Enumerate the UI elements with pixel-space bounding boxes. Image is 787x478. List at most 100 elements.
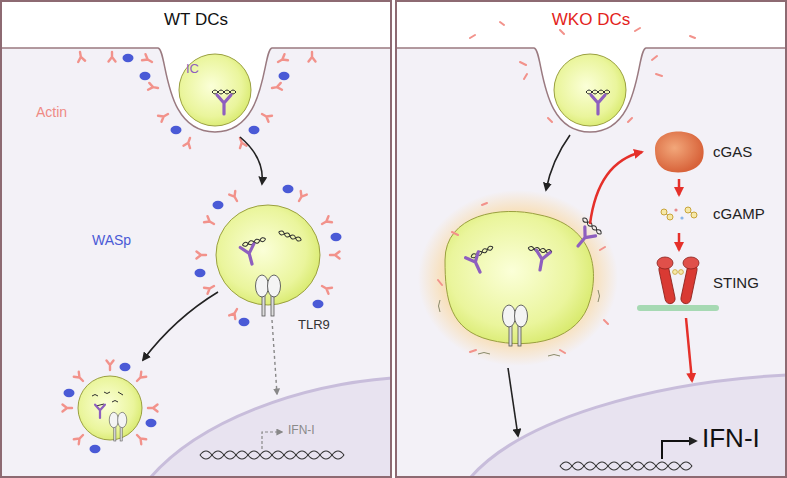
phagosome	[554, 54, 626, 126]
actin-filament	[107, 361, 114, 371]
signal-arrow	[272, 320, 277, 394]
sting-dimer	[657, 257, 699, 305]
actin-filament	[142, 54, 154, 65]
actin-filament	[183, 137, 193, 148]
transport-arrow	[240, 137, 262, 184]
actin-filament	[296, 191, 307, 203]
nucleus	[150, 378, 392, 478]
actin-filament	[309, 52, 316, 62]
actin-filament	[271, 83, 282, 92]
cgamp-molecule	[661, 209, 667, 215]
actin-filament	[276, 54, 288, 65]
actin-filament	[229, 191, 240, 203]
actin-filament	[77, 51, 316, 148]
extracellular-space	[0, 0, 392, 132]
cgamp-molecule	[685, 207, 691, 213]
dna-strand	[212, 90, 236, 94]
tlr9-receptor	[256, 275, 281, 316]
actin-filament	[63, 405, 73, 412]
actin-filament	[204, 283, 216, 294]
actin-filament	[109, 52, 116, 62]
actin-fragment	[470, 22, 695, 122]
antibody	[533, 250, 550, 271]
wasp-protein	[195, 269, 206, 277]
sting-dimer	[679, 270, 684, 275]
actin-filament	[135, 372, 147, 384]
sting-dimer	[683, 257, 699, 269]
cgamp-molecule	[667, 214, 673, 220]
cgamp-molecule	[680, 216, 683, 219]
sting-dimer	[680, 263, 698, 304]
sting-dimer	[658, 263, 676, 304]
wasp-protein	[171, 126, 182, 134]
genomic-dna	[560, 462, 692, 470]
wasp-protein	[140, 72, 151, 80]
dna-strand	[528, 246, 552, 254]
cgamp-molecule	[674, 208, 677, 211]
antibody	[466, 252, 487, 275]
adaptor-node: STING	[649, 251, 763, 315]
wasp-protein	[313, 300, 324, 308]
transport-arrow	[143, 292, 218, 360]
actin-filament	[229, 307, 240, 319]
output-label: IFN-I	[702, 424, 760, 454]
actin-filament	[197, 252, 207, 259]
sensor-node: cGAS	[649, 126, 756, 178]
antibody	[591, 95, 605, 114]
genomic-dna	[200, 451, 344, 459]
antibody	[240, 244, 258, 266]
wasp-protein	[249, 126, 260, 134]
actin-filament	[320, 216, 332, 227]
wko-cell	[395, 0, 787, 478]
actin-fragment	[438, 203, 608, 353]
dna-strand	[470, 245, 493, 259]
wasp-protein	[123, 54, 290, 134]
panel-title: WT DCs	[2, 2, 390, 30]
wasp-protein	[213, 201, 224, 209]
er-membrane	[640, 305, 716, 311]
actin-filament	[260, 111, 272, 122]
actin-filament	[330, 252, 340, 259]
molecule-label: cGAMP	[713, 205, 765, 222]
dna-strand	[582, 217, 603, 235]
degraded-dna	[92, 392, 123, 406]
wasp-protein	[90, 445, 101, 453]
actin-filament	[148, 83, 159, 92]
signal-arrow	[686, 318, 692, 381]
sting-dimer	[673, 270, 678, 275]
protein-label: Actin	[36, 104, 67, 120]
dna-strand	[242, 237, 266, 247]
cgas-enzyme	[655, 132, 704, 173]
tlr9-receptor	[109, 412, 127, 441]
panel-title: WKO DCs	[397, 2, 785, 30]
wasp-protein	[283, 185, 294, 193]
wasp-protein	[146, 419, 157, 427]
wasp-protein	[120, 363, 131, 371]
pathway-arrow	[678, 233, 681, 250]
actin-filament	[148, 405, 158, 412]
actin-filament	[74, 372, 86, 384]
transport-arrow	[546, 135, 570, 190]
dna-strand	[586, 90, 610, 94]
membrane-damage	[439, 290, 600, 356]
messenger-node: cGAMP	[649, 196, 769, 232]
actin-filament	[237, 137, 247, 148]
receptor-label: TLR9	[298, 318, 330, 333]
antibody	[573, 227, 596, 251]
actin-filament	[135, 433, 147, 445]
molecule-label: STING	[713, 274, 759, 291]
nucleus	[470, 375, 787, 478]
phagosome	[179, 54, 251, 126]
cytoplasm	[395, 0, 787, 478]
leaky-zone	[418, 190, 618, 366]
actin-filament	[158, 111, 170, 122]
molecule-label: cGAS	[713, 143, 752, 160]
wt-cell	[0, 0, 392, 478]
antibody	[95, 405, 105, 418]
cytoplasm	[0, 0, 392, 478]
wasp-protein	[239, 318, 250, 326]
antibody	[217, 95, 231, 114]
antigen-label: IC	[186, 62, 199, 77]
wasp-protein	[64, 389, 75, 397]
dna-strand	[278, 230, 302, 242]
